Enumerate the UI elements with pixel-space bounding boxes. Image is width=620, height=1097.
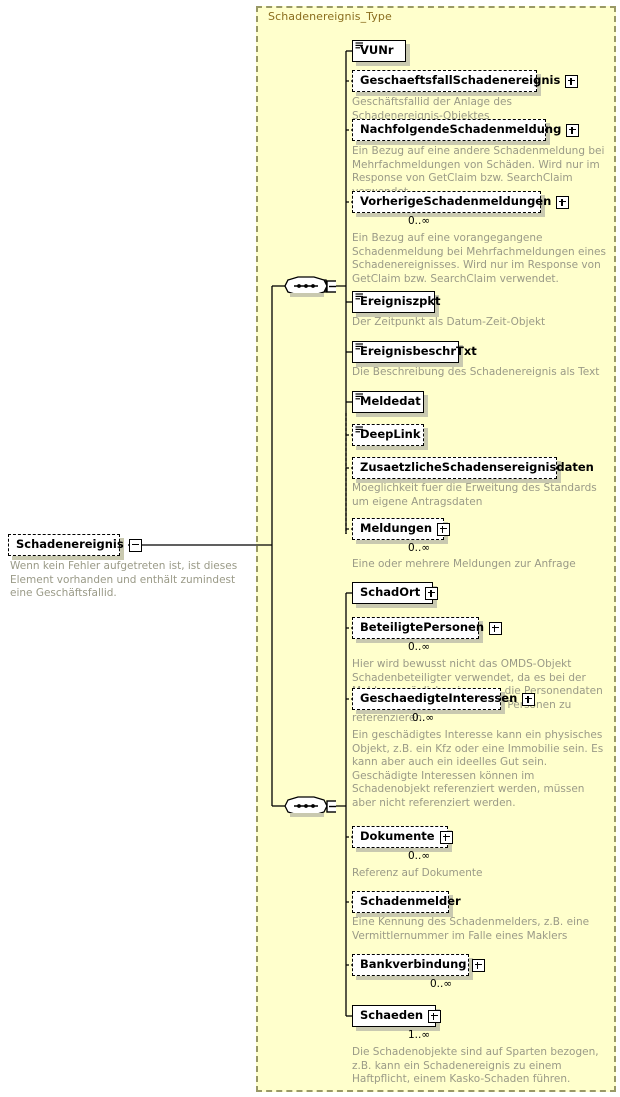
element-documentation: Moeglichkeit fuer die Erweitung des Stan… [352, 482, 597, 508]
element-schaeden[interactable]: Schaeden [352, 1005, 442, 1031]
element-label: BeteiligtePersonen [360, 620, 485, 635]
expand-plus-icon[interactable] [471, 958, 485, 972]
element-label: GeschaedigteInteressen [360, 691, 518, 706]
element-label: SchadOrt [360, 585, 421, 600]
element-label: EreignisbeschrTxt [360, 344, 477, 359]
element-zusaetzlicheschadensereignisdaten[interactable]: ZusaetzlicheSchadensereignisdaten [352, 457, 594, 483]
occurrence-indicator: 0..∞ [408, 641, 431, 653]
expand-plus-icon[interactable] [522, 692, 536, 706]
expand-plus-icon[interactable] [439, 830, 453, 844]
expand-plus-icon[interactable] [565, 74, 579, 88]
root-element-documentation: Wenn kein Fehler aufgetreten ist, ist di… [10, 560, 238, 599]
element-label: GeschaeftsfallSchadenereignis [360, 73, 561, 88]
element-label: Bankverbindung [360, 957, 467, 972]
occurrence-indicator: 0..∞ [408, 850, 431, 862]
occurrence-indicator: 0..∞ [430, 978, 453, 990]
expand-plus-icon[interactable] [566, 123, 580, 137]
element-schadenmelder[interactable]: Schadenmelder [352, 891, 461, 917]
element-label: Ereigniszpkt [360, 294, 441, 309]
element-meldedat[interactable]: Meldedat [352, 391, 428, 417]
expand-plus-icon[interactable] [556, 195, 570, 209]
element-documentation: Der Zeitpunkt als Datum-Zeit-Objekt [352, 316, 546, 328]
element-documentation: Ein Bezug auf eine andere Schadenmeldung… [352, 145, 605, 198]
element-label: Dokumente [360, 829, 435, 844]
element-label: Schadenmelder [360, 894, 461, 909]
element-nachfolgendeschadenmeldung[interactable]: NachfolgendeSchadenmeldung [352, 119, 580, 145]
expand-plus-icon[interactable] [428, 1009, 442, 1023]
element-geschaedigteinteressen[interactable]: GeschaedigteInteressen [352, 688, 536, 714]
element-label: Schaeden [360, 1008, 424, 1023]
element-documentation: Geschäftsfallid der Anlage des Schadener… [352, 96, 512, 122]
occurrence-indicator: 1..∞ [408, 1029, 431, 1041]
element-label: Meldedat [360, 394, 421, 409]
element-label: Meldungen [360, 521, 433, 536]
element-schadort[interactable]: SchadOrt [352, 582, 439, 608]
sequence-compositor-top[interactable] [284, 273, 339, 299]
occurrence-indicator: 0..∞ [408, 542, 431, 554]
element-vorherigeschadenmeldungen[interactable]: VorherigeSchadenmeldungen [352, 191, 570, 217]
element-deeplink[interactable]: DeepLink [352, 424, 428, 450]
element-label: VorherigeSchadenmeldungen [360, 194, 552, 209]
expand-plus-icon[interactable] [437, 522, 451, 536]
element-bankverbindung[interactable]: Bankverbindung [352, 954, 485, 980]
element-documentation: Referenz auf Dokumente [352, 867, 483, 879]
element-label: NachfolgendeSchadenmeldung [360, 122, 562, 137]
collapse-minus-icon[interactable] [128, 538, 142, 552]
occurrence-indicator: 0..∞ [408, 215, 431, 227]
expand-plus-icon[interactable] [489, 621, 503, 635]
expand-plus-icon[interactable] [425, 586, 439, 600]
root-element-label: Schadenereignis [16, 537, 124, 552]
element-documentation: Die Beschreibung des Schadenereignis als… [352, 366, 600, 378]
occurrence-indicator: 0..∞ [412, 712, 435, 724]
element-meldungen[interactable]: Meldungen [352, 518, 451, 544]
root-element-schadenereignis[interactable]: Schadenereignis [8, 534, 142, 560]
type-container [256, 6, 616, 1092]
element-ereigniszpkt[interactable]: Ereigniszpkt [352, 291, 441, 317]
element-geschaeftsfallschadenereignis[interactable]: GeschaeftsfallSchadenereignis [352, 70, 579, 96]
element-vunr[interactable]: VUNr [352, 40, 410, 66]
element-ereignisbeschrtxt[interactable]: EreignisbeschrTxt [352, 341, 477, 367]
element-documentation: Eine oder mehrere Meldungen zur Anfrage [352, 558, 576, 570]
element-documentation: Ein geschädigtes Interesse kann ein phys… [352, 729, 604, 809]
element-documentation: Ein Bezug auf eine vorangegangene Schade… [352, 232, 606, 285]
element-documentation: Die Schadenobjekte sind auf Sparten bezo… [352, 1046, 599, 1085]
type-container-title: Schadenereignis_Type [268, 10, 392, 23]
element-documentation: Eine Kennung des Schadenmelders, z.B. ei… [352, 916, 590, 942]
element-label: DeepLink [360, 427, 421, 442]
element-beteiligtepersonen[interactable]: BeteiligtePersonen [352, 617, 503, 643]
element-label: VUNr [360, 43, 394, 58]
sequence-compositor-bottom[interactable] [284, 793, 339, 819]
element-label: ZusaetzlicheSchadensereignisdaten [360, 460, 594, 475]
element-dokumente[interactable]: Dokumente [352, 826, 453, 852]
